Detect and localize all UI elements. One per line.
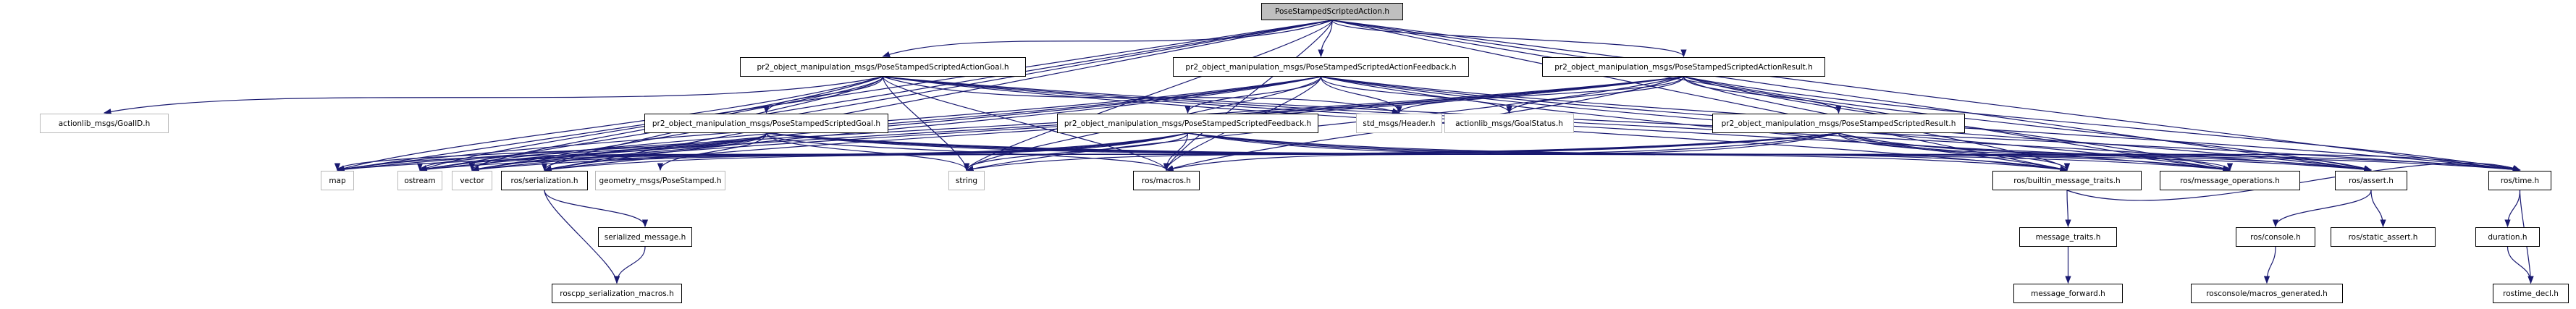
node-builtin[interactable]: ros/builtin_message_traits.h — [1992, 171, 2142, 190]
edge-time-duration — [2504, 190, 2521, 228]
edge-main-string — [963, 20, 1333, 172]
edge-main-vector — [471, 20, 1333, 172]
edge-sgoal-posestamped — [657, 132, 767, 172]
node-mtraits[interactable]: message_traits.h — [2019, 227, 2117, 247]
node-staticassert[interactable]: ros/static_assert.h — [2331, 227, 2436, 247]
edge-afeedback-sfeedback — [1184, 76, 1322, 114]
node-mforward[interactable]: message_forward.h — [2013, 284, 2123, 303]
edge-aresult-map — [336, 76, 1684, 173]
node-rostimedecl[interactable]: rostime_decl.h — [2493, 284, 2569, 303]
node-afeedback[interactable]: pr2_object_manipulation_msgs/PoseStamped… — [1173, 57, 1469, 77]
edge-agoal-map — [336, 76, 883, 172]
edge-sresult-serialization — [543, 132, 1839, 173]
edge-sresult-macros — [1165, 132, 1839, 172]
edge-afeedback-header — [1320, 76, 1402, 114]
edge-afeedback-goalstatus — [1320, 76, 1512, 114]
node-goalid: actionlib_msgs/GoalID.h — [40, 114, 169, 133]
node-header: std_msgs/Header.h — [1356, 114, 1442, 133]
node-msgops[interactable]: ros/message_operations.h — [2160, 171, 2300, 190]
edge-main-afeedback — [1318, 20, 1333, 58]
node-console[interactable]: ros/console.h — [2236, 227, 2315, 247]
edge-aresult-assert — [1683, 76, 2373, 172]
edge-sfeedback-string — [963, 132, 1189, 172]
edge-assert-console — [2272, 190, 2372, 228]
node-serializedmsg[interactable]: serialized_message.h — [598, 227, 692, 247]
edge-sfeedback-assert — [1187, 132, 2373, 172]
node-sgoal[interactable]: pr2_object_manipulation_msgs/PoseStamped… — [644, 114, 888, 133]
node-sresult[interactable]: pr2_object_manipulation_msgs/PoseStamped… — [1712, 114, 1965, 133]
node-string: string — [948, 171, 985, 190]
node-vector: vector — [452, 171, 492, 190]
edge-sgoal-vector — [468, 132, 767, 172]
node-serialization[interactable]: ros/serialization.h — [501, 171, 588, 190]
node-duration[interactable]: duration.h — [2475, 227, 2540, 247]
edge-builtin-mtraits — [2065, 190, 2071, 228]
edge-serialization-roscppmacros — [544, 190, 620, 284]
edge-aresult-time — [1683, 76, 2521, 172]
edge-sgoal-ostream — [416, 132, 767, 172]
edge-console-macrosgen — [2263, 246, 2276, 284]
edge-agoal-header — [883, 76, 1400, 114]
node-ostream: ostream — [397, 171, 442, 190]
edge-sresult-builtin — [1838, 132, 2071, 172]
edge-sresult-assert — [1838, 132, 2373, 172]
node-time[interactable]: ros/time.h — [2488, 171, 2551, 190]
edge-duration-rostimedecl — [2506, 246, 2534, 284]
edge-sgoal-map — [334, 132, 767, 172]
node-main: PoseStampedScriptedAction.h — [1261, 3, 1403, 20]
edge-aresult-ostream — [418, 76, 1684, 173]
node-goalstatus: actionlib_msgs/GoalStatus.h — [1444, 114, 1574, 133]
edge-sgoal-string — [765, 132, 970, 172]
node-macrosgen[interactable]: rosconsole/macros_generated.h — [2191, 284, 2343, 303]
edge-agoal-goalid — [103, 76, 883, 115]
edge-serialization-serializedmsg — [544, 190, 649, 228]
node-agoal[interactable]: pr2_object_manipulation_msgs/PoseStamped… — [740, 57, 1026, 77]
edge-assert-staticassert — [2370, 190, 2386, 228]
edge-aresult-goalstatus — [1506, 76, 1685, 114]
node-sfeedback[interactable]: pr2_object_manipulation_msgs/PoseStamped… — [1057, 114, 1318, 133]
node-macros[interactable]: ros/macros.h — [1133, 171, 1200, 190]
edge-sresult-msgops — [1838, 132, 2233, 172]
edge-sfeedback-macros — [1163, 132, 1189, 172]
edge-sfeedback-msgops — [1187, 132, 2231, 172]
edge-main-agoal — [882, 20, 1333, 57]
edge-aresult-header — [1396, 76, 1685, 114]
edge-main-aresult — [1331, 20, 1687, 58]
edge-agoal-sgoal — [763, 76, 884, 114]
node-map: map — [321, 171, 354, 190]
edge-agoal-string — [882, 76, 970, 172]
edge-aresult-sresult — [1683, 76, 1842, 114]
node-roscppmacros[interactable]: roscpp_serialization_macros.h — [552, 284, 682, 303]
node-posestamped: geometry_msgs/PoseStamped.h — [595, 171, 725, 190]
node-aresult[interactable]: pr2_object_manipulation_msgs/PoseStamped… — [1542, 57, 1825, 77]
edge-afeedback-builtin — [1321, 76, 2068, 172]
edge-agoal-macros — [882, 76, 1170, 172]
node-assert[interactable]: ros/assert.h — [2335, 171, 2407, 190]
edge-serializedmsg-roscppmacros — [613, 246, 646, 284]
